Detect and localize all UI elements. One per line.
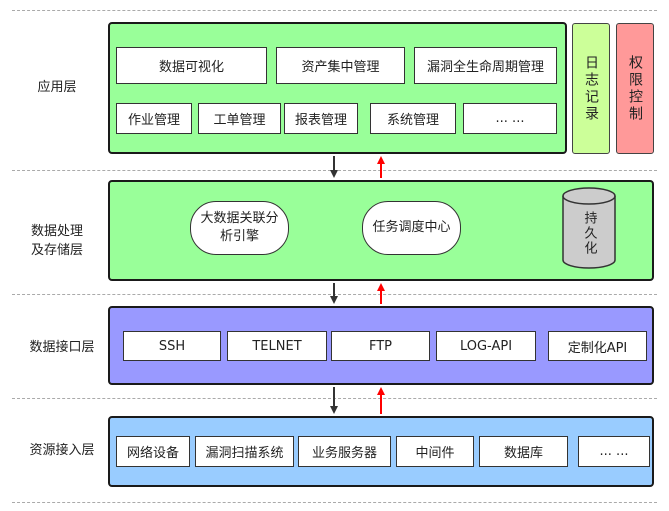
big-data-engine: 大数据关联分 析引擎	[190, 201, 289, 255]
separator-top	[12, 10, 657, 11]
app-layer-panel	[108, 22, 567, 154]
iface-item-ssh: SSH	[123, 331, 221, 361]
layer-label-app: 应用层	[37, 80, 77, 95]
resource-item-vuln-scanner: 漏洞扫描系统	[195, 436, 294, 467]
storage-label: 持久化	[581, 210, 597, 256]
iface-item-log-api: LOG-API	[436, 331, 536, 361]
app-item-ticket-management: 工单管理	[198, 103, 281, 134]
layer-label-iface: 数据接口层	[29, 340, 95, 355]
app-item-more: ... ...	[463, 103, 557, 134]
iface-item-ftp: FTP	[331, 331, 430, 361]
app-item-vuln-lifecycle: 漏洞全生命周期管理	[414, 47, 557, 84]
app-item-job-management: 作业管理	[116, 103, 192, 134]
layer-label-resource: 资源接入层	[29, 443, 95, 458]
resource-item-database: 数据库	[479, 436, 568, 467]
separator-iface-resource	[12, 398, 657, 399]
iface-item-telnet: TELNET	[227, 331, 327, 361]
log-record-box: 日志记录	[572, 23, 610, 154]
access-control-box: 权限控制	[616, 23, 654, 154]
resource-item-network-devices: 网络设备	[116, 436, 190, 467]
iface-item-custom-api: 定制化API	[548, 331, 647, 361]
task-scheduler: 任务调度中心	[362, 201, 461, 255]
separator-app-data	[12, 170, 657, 171]
resource-item-more: ... ...	[578, 436, 650, 467]
layer-label-data: 数据处理 及存储层	[30, 224, 83, 258]
app-item-visualization: 数据可视化	[116, 47, 267, 84]
app-item-report-management: 报表管理	[284, 103, 358, 134]
resource-item-business-servers: 业务服务器	[298, 436, 391, 467]
separator-data-iface	[12, 294, 657, 295]
resource-item-middleware: 中间件	[396, 436, 474, 467]
separator-bottom	[12, 502, 657, 503]
app-item-asset-management: 资产集中管理	[276, 47, 405, 84]
app-item-system-management: 系统管理	[370, 103, 456, 134]
